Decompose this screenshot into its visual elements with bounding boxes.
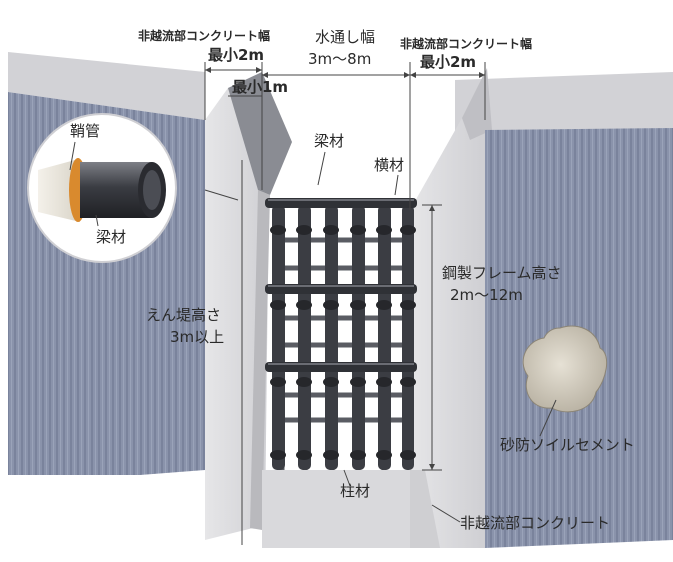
water-passage-width-label: 水通し幅 — [315, 28, 376, 46]
right-crest — [455, 72, 673, 138]
nonoverflow-width-left-label: 非越流部コンクリート幅 — [138, 29, 271, 43]
columns — [272, 205, 414, 470]
left-abutment-top — [228, 72, 292, 195]
column-joints — [270, 225, 416, 460]
cross-member-label: 横材 — [374, 156, 405, 174]
beam-label: 梁材 — [314, 132, 345, 150]
steel-frame — [265, 198, 417, 470]
soil-cement-label: 砂防ソイルセメント — [500, 436, 635, 454]
steel-frame-height-label: 鋼製フレーム高さ — [442, 264, 562, 282]
left-crest — [8, 52, 205, 120]
embankment-height-min-label: 3m以上 — [170, 328, 225, 346]
beam-highlights — [268, 199, 414, 365]
sheath-pipe-label: 鞘管 — [70, 122, 101, 140]
beam-inset-label: 梁材 — [96, 228, 127, 246]
embankment-height-label: えん堤高さ — [146, 306, 222, 324]
right-abutment — [410, 118, 485, 548]
min-2m-left-label: 最小2m — [208, 46, 265, 64]
nonoverflow-concrete-label: 非越流部コンクリート — [460, 514, 611, 532]
channel-floor-front — [262, 470, 410, 548]
column-label: 柱材 — [340, 482, 371, 500]
nonoverflow-width-right-label: 非越流部コンクリート幅 — [400, 37, 533, 51]
sheath-pipe-icon — [38, 160, 80, 222]
water-passage-range-label: 3m～8m — [308, 50, 372, 68]
steel-frame-height-range-label: 2m～12m — [450, 286, 523, 304]
dimension-arrows — [205, 67, 485, 470]
min-1m-label: 最小1m — [232, 78, 289, 96]
soil-cement-leader — [539, 399, 557, 437]
left-abutment-edge — [250, 190, 270, 530]
dimension-lines — [204, 62, 486, 545]
min-2m-right-label: 最小2m — [420, 53, 477, 71]
magnifier-inset — [27, 113, 177, 263]
